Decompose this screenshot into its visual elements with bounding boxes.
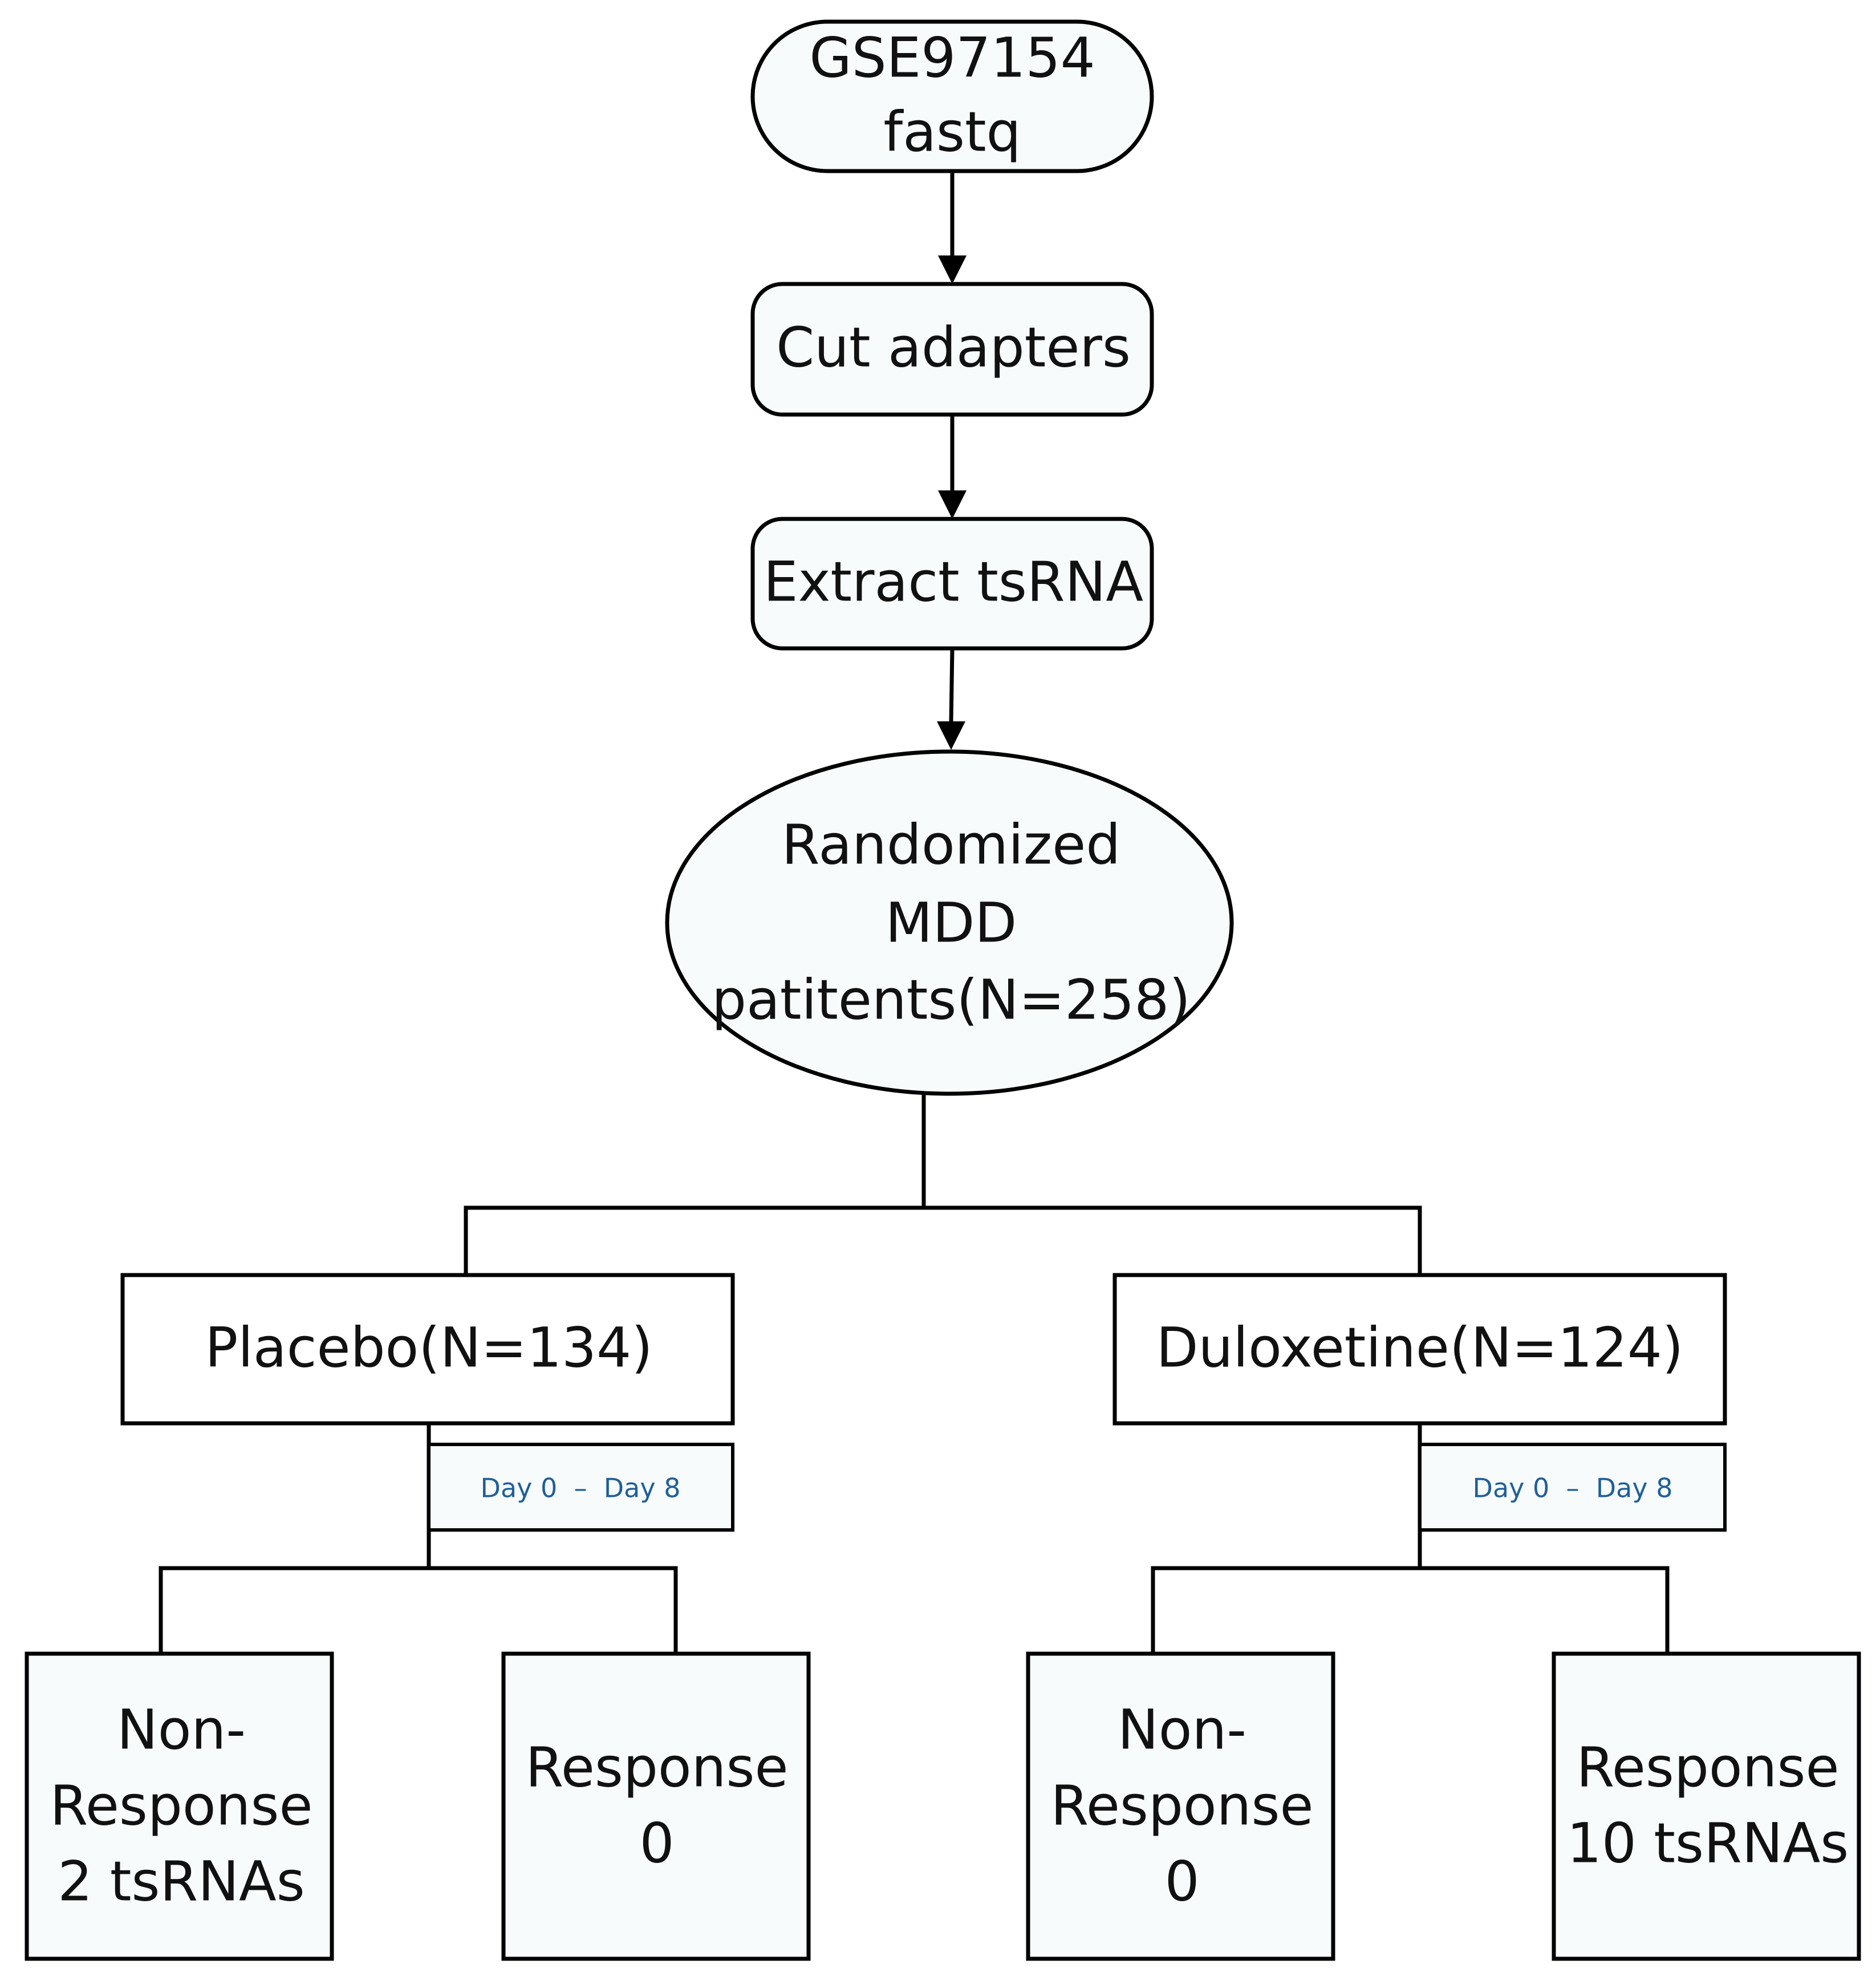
fastq-line-2: fastq [883, 100, 1021, 164]
randomized-line-3: patitents(N=258) [712, 968, 1191, 1032]
duloxetine-day-box: Day 0 – Day 8 [1418, 1443, 1727, 1532]
placebo-response-line-1: Response [525, 1735, 788, 1799]
placebo-nonresponse-line-1: Non- [117, 1698, 246, 1761]
randomized-line-2: MDD [886, 891, 1017, 955]
node-placebo-nonresponse: Non- Response 2 tsRNAs [25, 1651, 334, 1961]
extract-shape [750, 517, 1154, 651]
extract-label: Extract tsRNA [764, 550, 1143, 614]
duloxetine-day-shape [1418, 1443, 1727, 1532]
randomized-line-1: Randomized [782, 813, 1121, 876]
arrowhead-cut [938, 255, 967, 284]
duloxetine-response-line-2: 10 tsRNAs [1567, 1811, 1849, 1875]
node-fastq: GSE97154 fastq [750, 19, 1154, 173]
node-extract: Extract tsRNA [750, 517, 1154, 651]
duloxetine-nonresponse-shape [1026, 1651, 1335, 1961]
edge-placebo-branch [159, 1566, 678, 1654]
placebo-nonresponse-line-2: Response [50, 1773, 312, 1837]
duloxetine-response-shape [1552, 1651, 1861, 1961]
placebo-nonresponse-line-3: 2 tsRNAs [58, 1849, 304, 1913]
placebo-response-line-2: 0 [639, 1811, 674, 1875]
edge-duloxetine-branch [1151, 1566, 1670, 1654]
fastq-line-1: GSE97154 [809, 26, 1095, 90]
duloxetine-shape [1112, 1273, 1727, 1426]
duloxetine-nonresponse-line-2: Response [1050, 1773, 1313, 1837]
placebo-label: Placebo(N=134) [205, 1316, 652, 1379]
arrowhead-extract [938, 490, 967, 519]
node-cut-adapters: Cut adapters [750, 282, 1154, 417]
randomized-shape [665, 749, 1234, 1096]
duloxetine-nonresponse-line-1: Non- [1118, 1698, 1246, 1761]
placebo-shape [120, 1273, 735, 1426]
duloxetine-label: Duloxetine(N=124) [1156, 1316, 1684, 1379]
placebo-nonresponse-shape [25, 1651, 334, 1961]
edge-extract-randomized [949, 648, 955, 723]
node-duloxetine-response: Response 10 tsRNAs [1552, 1651, 1861, 1961]
placebo-response-shape [501, 1651, 811, 1961]
placebo-day-label: Day 0 – Day 8 [481, 1473, 681, 1504]
cut-adapters-shape [750, 282, 1154, 417]
arrowhead-randomized [937, 721, 965, 750]
fastq-shape [750, 19, 1154, 173]
node-placebo-response: Response 0 [501, 1651, 811, 1961]
edge-split-bar [464, 1205, 1422, 1275]
node-duloxetine: Duloxetine(N=124) [1112, 1273, 1727, 1426]
placebo-day-shape [427, 1443, 734, 1532]
node-randomized: Randomized MDD patitents(N=258) [665, 749, 1234, 1096]
placebo-day-box: Day 0 – Day 8 [427, 1443, 734, 1532]
cut-adapters-label: Cut adapters [776, 315, 1131, 379]
node-placebo: Placebo(N=134) [120, 1273, 735, 1426]
duloxetine-response-line-1: Response [1576, 1735, 1839, 1799]
duloxetine-nonresponse-line-3: 0 [1164, 1849, 1199, 1913]
node-duloxetine-nonresponse: Non- Response 0 [1026, 1651, 1335, 1961]
duloxetine-day-label: Day 0 – Day 8 [1473, 1473, 1673, 1504]
